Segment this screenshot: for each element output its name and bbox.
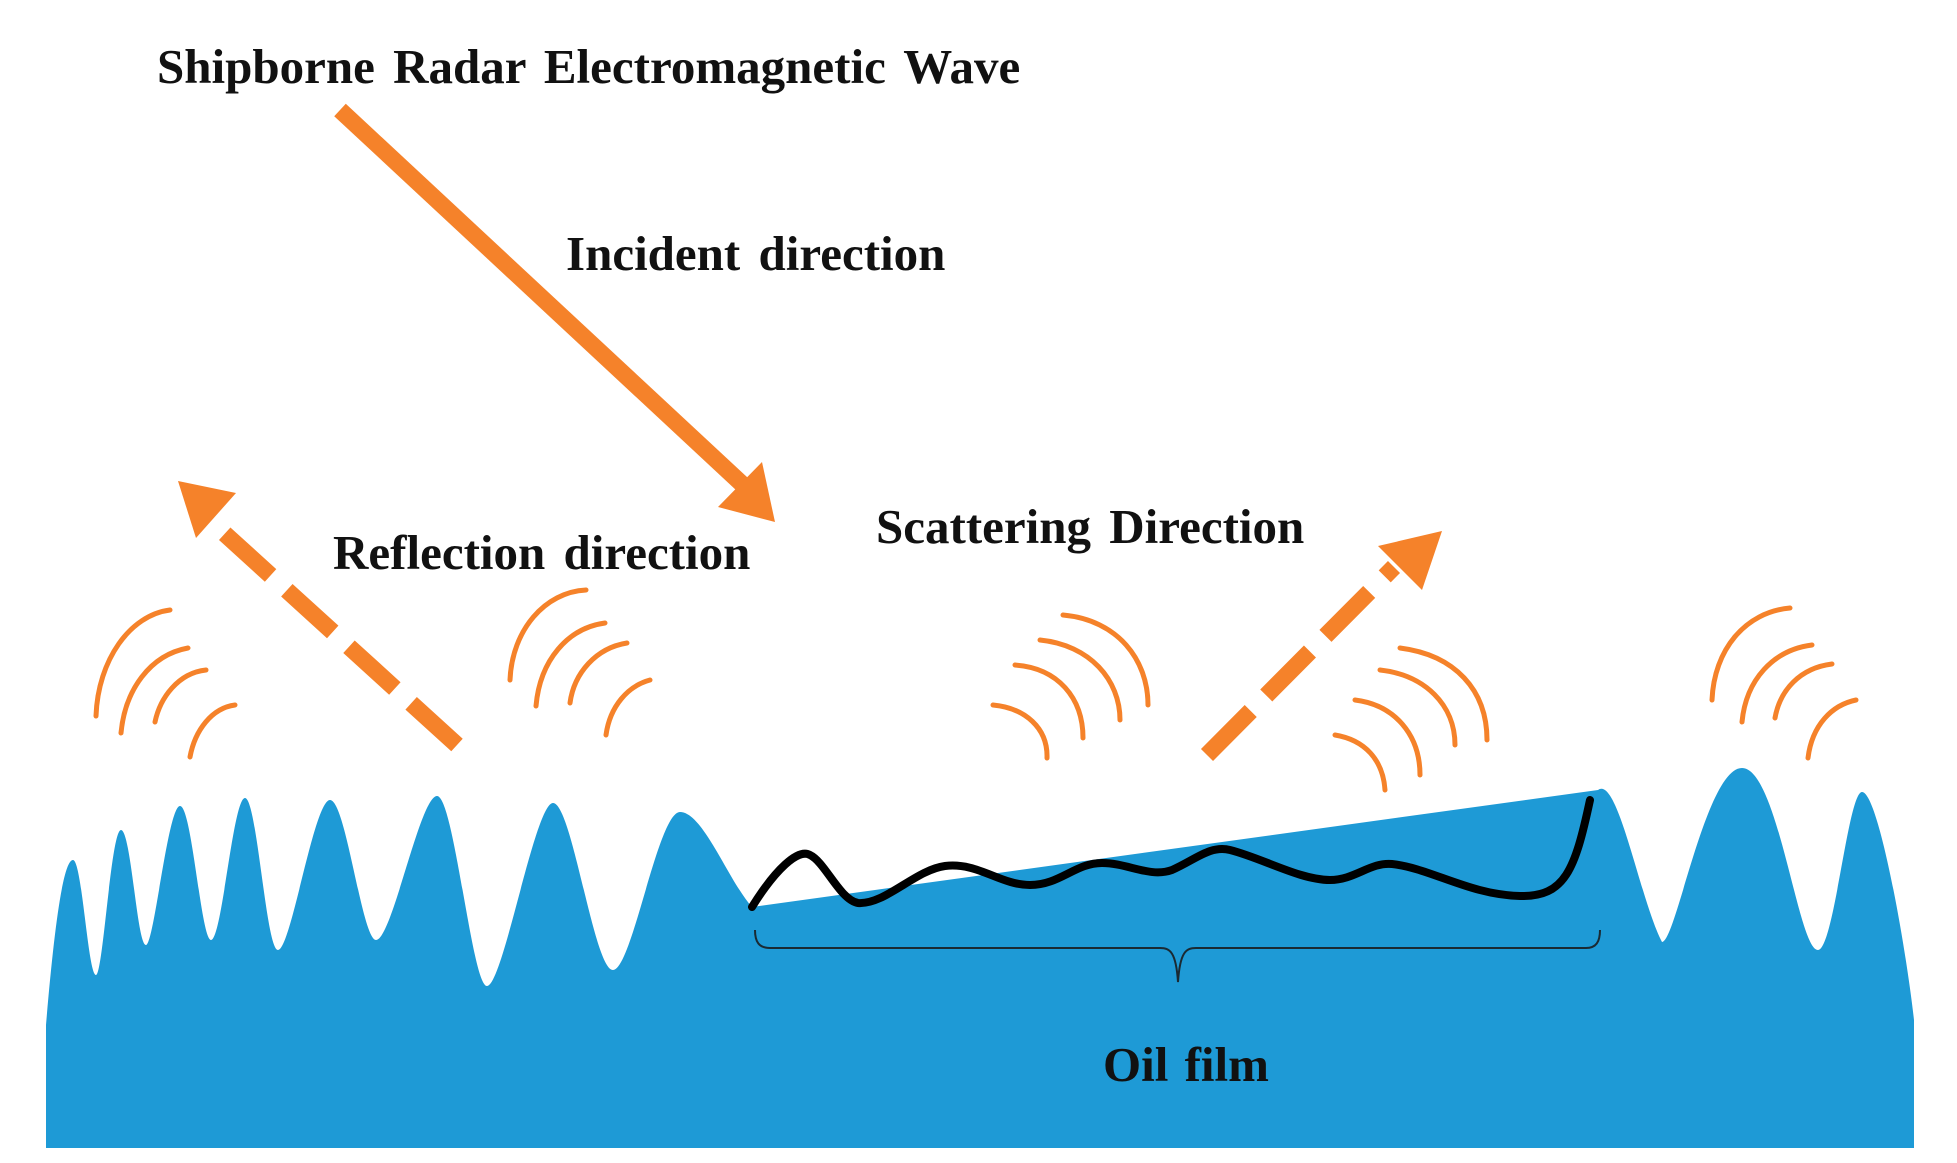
sea-surface	[46, 768, 1914, 1148]
diagram-title: Shipborne Radar Electromagnetic Wave	[157, 39, 1021, 94]
incident-arrow-shaft	[334, 103, 748, 491]
scatter-waves-group-3	[990, 612, 1151, 761]
incident-direction-label: Incident direction	[566, 226, 946, 281]
scatter-waves-group-4	[1332, 645, 1490, 793]
reflection-direction-label: Reflection direction	[333, 525, 751, 580]
scattering-direction-label: Scattering Direction	[876, 499, 1305, 554]
oil-film-label: Oil film	[1103, 1037, 1269, 1092]
scattering-arrow-head	[1378, 531, 1442, 590]
scatter-waves-group-5	[1709, 605, 1859, 761]
incident-arrow-head	[718, 462, 775, 522]
scattering-arrow-shaft	[1200, 561, 1401, 761]
oil-film-brace	[754, 929, 1601, 983]
scatter-waves-group-1	[93, 607, 238, 760]
oil-film-line	[748, 796, 1594, 911]
reflection-arrow-shaft	[208, 517, 463, 752]
reflection-arrow-head	[178, 481, 236, 538]
scatter-waves-group-2	[507, 587, 653, 738]
